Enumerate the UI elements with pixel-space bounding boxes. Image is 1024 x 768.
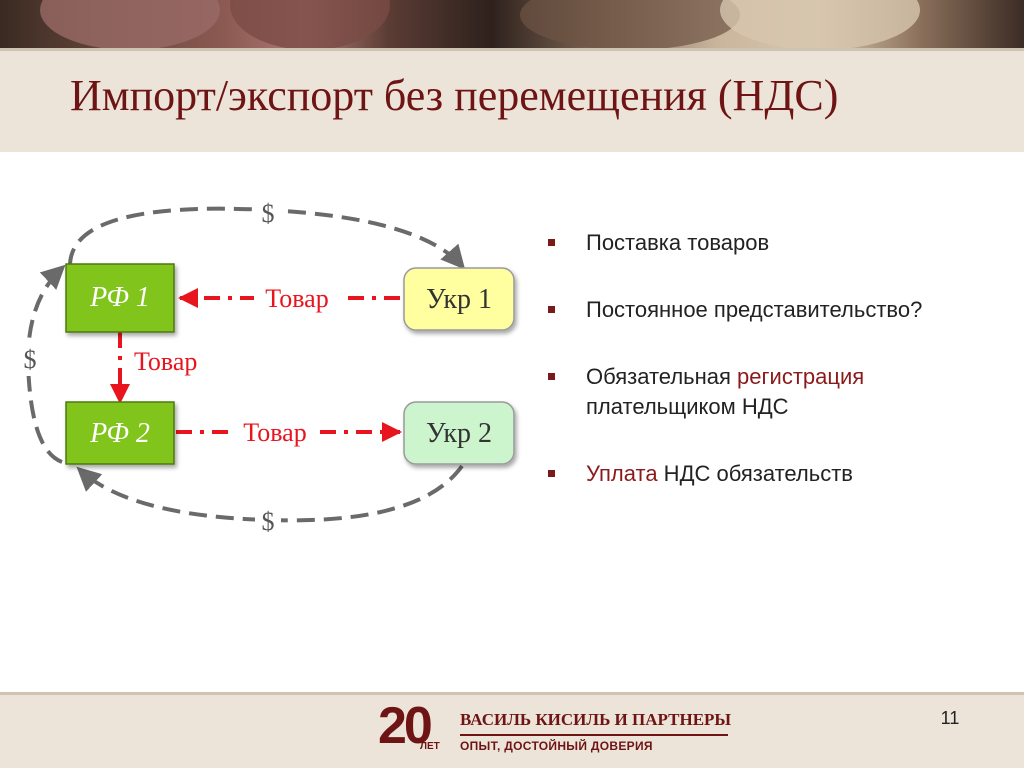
node-ukr2-label: Укр 2 <box>426 418 492 449</box>
bullet-list: Поставка товаров Постоянное представител… <box>548 228 988 526</box>
header-photo-strip <box>0 0 1024 48</box>
node-ukr1-label: Укр 1 <box>426 284 492 315</box>
logo-firm-name: ВАСИЛЬ КИСИЛЬ И ПАРТНЕРЫ <box>460 710 732 729</box>
goods-label-ukr1-rf1: Товар <box>265 284 328 313</box>
node-rf1: РФ 1 <box>65 263 175 333</box>
logo-years: ЛЕТ <box>420 741 440 752</box>
money-label-bottom: $ <box>262 507 275 536</box>
money-arrow-bottom <box>76 464 464 523</box>
bullet-text-pre: Обязательная <box>586 364 738 389</box>
flow-diagram: $ $ $ Товар Товар Товар РФ 1 РФ 2 Укр 1 … <box>14 198 515 538</box>
bullet-item: Уплата НДС обязательств <box>548 459 988 489</box>
firm-logo: 20 ЛЕТ ВАСИЛЬ КИСИЛЬ И ПАРТНЕРЫ ОПЫТ, ДО… <box>378 697 738 756</box>
title-band <box>0 48 1024 152</box>
bullet-text: Поставка товаров <box>586 230 770 255</box>
node-rf1-label: РФ 1 <box>89 282 150 313</box>
bullet-text-post: плательщиком НДС <box>586 394 789 419</box>
money-label-left: $ <box>24 345 37 374</box>
node-rf2: РФ 2 <box>65 401 175 465</box>
bullet-highlight: регистрация <box>737 364 865 389</box>
page-title: Импорт/экспорт без перемещения (НДС) <box>70 71 839 120</box>
logo-anniversary-number: 20 <box>378 697 433 755</box>
bullet-item: Постоянное представительство? <box>548 295 988 325</box>
bullet-text: Постоянное представительство? <box>586 297 923 322</box>
money-label-top: $ <box>262 199 275 228</box>
footer-band <box>0 692 1024 768</box>
node-ukr1: Укр 1 <box>403 267 515 331</box>
logo-divider <box>460 734 728 736</box>
bullet-marker <box>548 306 555 313</box>
logo-slogan: ОПЫТ, ДОСТОЙНЫЙ ДОВЕРИЯ <box>460 739 653 753</box>
bullet-item: Обязательная регистрация плательщиком НД… <box>548 362 988 422</box>
bullet-text-post: НДС обязательств <box>657 461 853 486</box>
page-number: 11 <box>940 708 960 728</box>
goods-label-rf2-ukr2: Товар <box>243 418 306 447</box>
bullet-marker <box>548 239 555 246</box>
node-ukr2: Укр 2 <box>403 401 515 465</box>
node-rf2-label: РФ 2 <box>89 418 150 449</box>
bullet-marker <box>548 373 555 380</box>
bullet-item: Поставка товаров <box>548 228 988 258</box>
bullet-highlight: Уплата <box>586 461 658 486</box>
goods-label-rf1-rf2: Товар <box>134 347 197 376</box>
bullet-marker <box>548 470 555 477</box>
